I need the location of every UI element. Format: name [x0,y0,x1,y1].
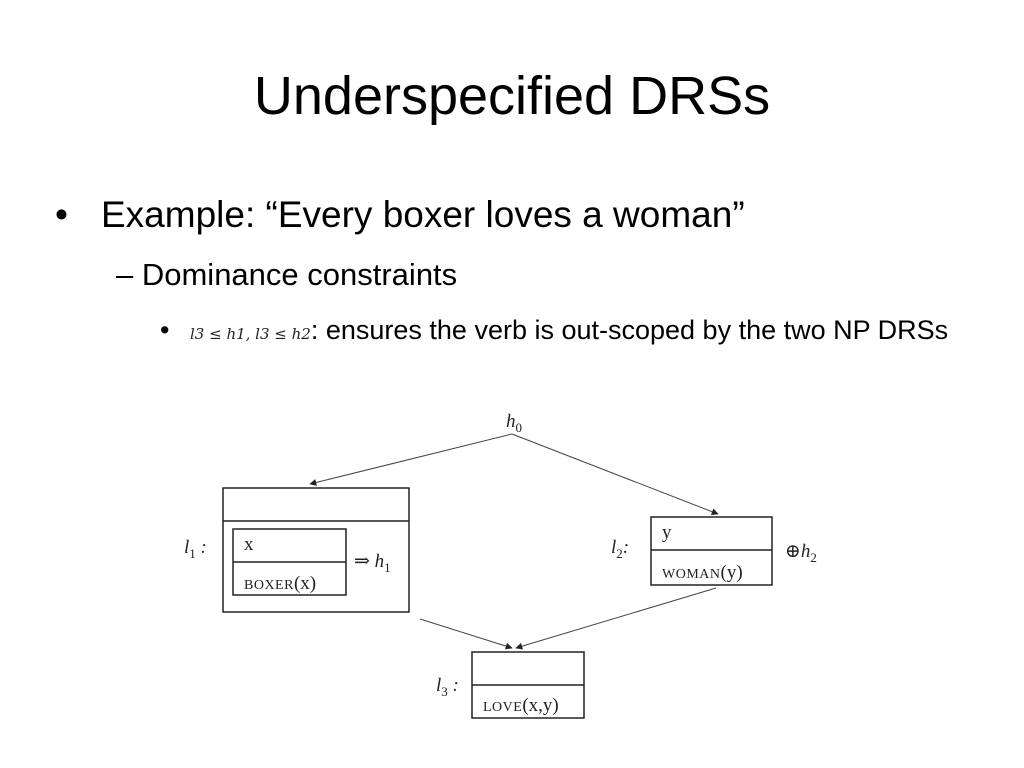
woman-referent: y [662,522,672,543]
l2-label: l2: [611,537,629,561]
edge-h0-l2 [511,433,719,515]
l3-label: l3 : [436,675,459,699]
woman-condition: WOMAN(y) [662,562,743,583]
edge-h1-l3 [419,618,513,650]
love-condition: LOVE(x,y) [483,695,559,716]
constraint-text: : ensures the verb is out-scoped by the … [310,315,949,345]
merge-h2: ⊕h2 [785,541,817,565]
drs-box-love: LOVE(x,y) [471,651,585,719]
bullet-marker: • [160,315,170,345]
drs-box-boxer: x BOXER(x) [232,528,347,596]
drs-dominance-diagram: h0 l1 : x BOXER(x) ⇒ h1 l2: y WOMAN(y) ⊕… [184,411,817,719]
boxer-condition: BOXER(x) [244,573,316,594]
bullet-example-text: Example: “Every boxer loves a woman” [101,194,745,235]
l1-label: l1 : [184,537,207,561]
sub-bullet-dominance: – Dominance constraints [116,257,458,292]
implication-h1: ⇒ h1 [354,551,391,575]
constraint-formula: l3 ≤ h1, l3 ≤ h2 [190,325,311,343]
bullet-marker: • [55,194,68,235]
boxer-referent: x [244,534,254,555]
h0-label: h0 [506,411,522,435]
slide-title: Underspecified DRSs [253,66,771,126]
edge-h0-l1 [309,433,513,486]
edge-h2-l3 [515,587,717,650]
drs-box-woman: y WOMAN(y) [650,516,773,586]
drs-box-every [222,487,410,613]
